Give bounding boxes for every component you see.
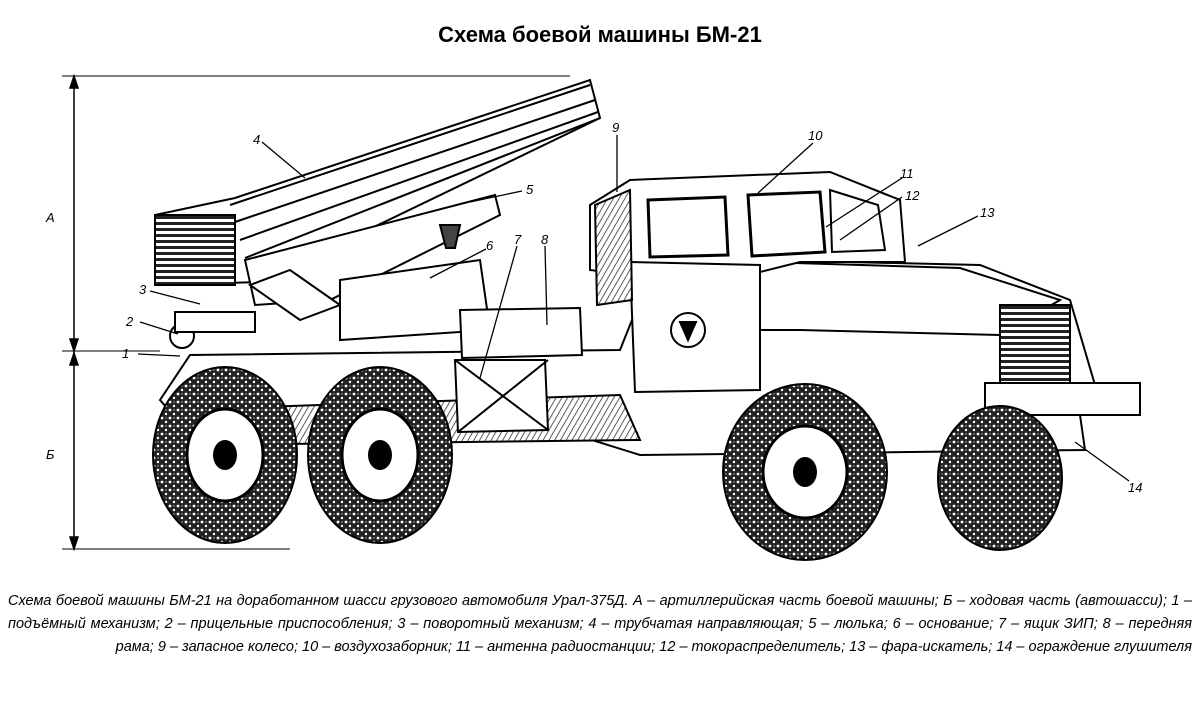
callout-9: 9 [612,120,619,135]
dimension-b-label: Б [46,447,55,462]
rocket-launcher [153,78,602,434]
figure-caption: Схема боевой машины БМ-21 на доработанно… [8,593,1192,655]
callout-1: 1 [122,346,129,361]
rear-wheel-2 [307,366,453,544]
dimension-lines [62,73,570,552]
callout-leaders [137,135,1130,482]
dimension-a-label: А [45,210,55,225]
callout-2: 2 [125,314,134,329]
rear-wheel-1 [152,366,298,544]
diagram-title: Схема боевой машины БМ-21 [438,22,762,47]
bm21-illustration: А Б [45,73,1142,561]
front-wheel [722,383,888,561]
callout-13: 13 [980,205,995,220]
callout-5: 5 [526,182,534,197]
callout-6: 6 [486,238,494,253]
callout-11: 11 [900,166,914,181]
far-wheel [937,405,1063,551]
callout-10: 10 [808,128,823,143]
callout-14: 14 [1128,480,1142,495]
callout-12: 12 [905,188,920,203]
callout-3: 3 [139,282,147,297]
callout-8: 8 [541,232,549,247]
callout-7: 7 [514,232,522,247]
cab [589,170,907,394]
callout-4: 4 [253,132,260,147]
